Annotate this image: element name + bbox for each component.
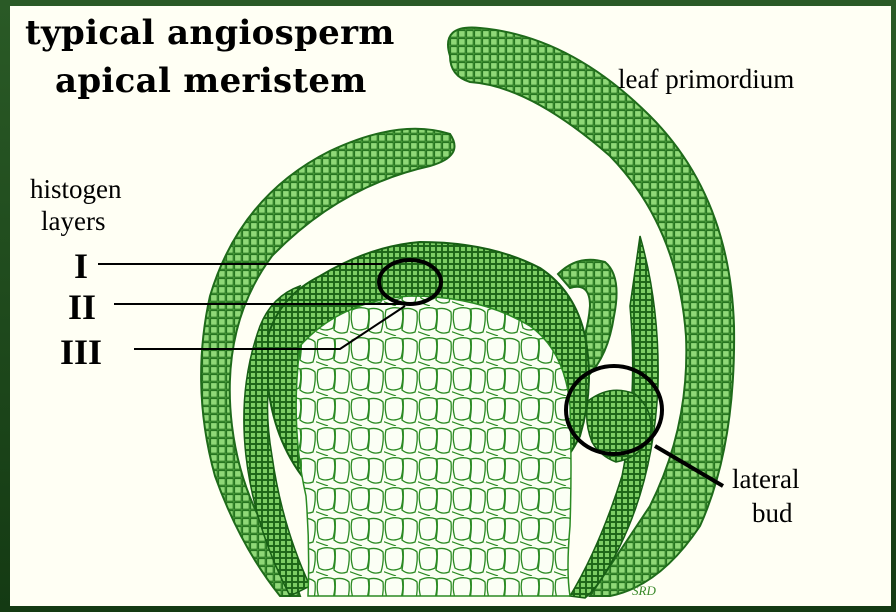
lateral-bud-label-line2: bud (752, 500, 793, 527)
layer-i-label: I (74, 248, 88, 284)
lateral-bud-label-line1: lateral (732, 466, 799, 493)
diagram-title-line2: apical meristem (55, 64, 367, 98)
artist-signature: SRD (632, 584, 656, 597)
corpus-large-cells (296, 296, 571, 596)
histogen-label-line2: layers (41, 208, 105, 235)
histogen-label-line1: histogen (30, 176, 122, 203)
layer-iii-label: III (60, 334, 102, 370)
diagram-title-line1: typical angiosperm (25, 16, 395, 50)
diagram-panel: typical angiosperm apical meristem leaf … (10, 6, 891, 606)
layer-ii-label: II (68, 289, 96, 325)
leaf-primordium-label: leaf primordium (618, 66, 794, 93)
